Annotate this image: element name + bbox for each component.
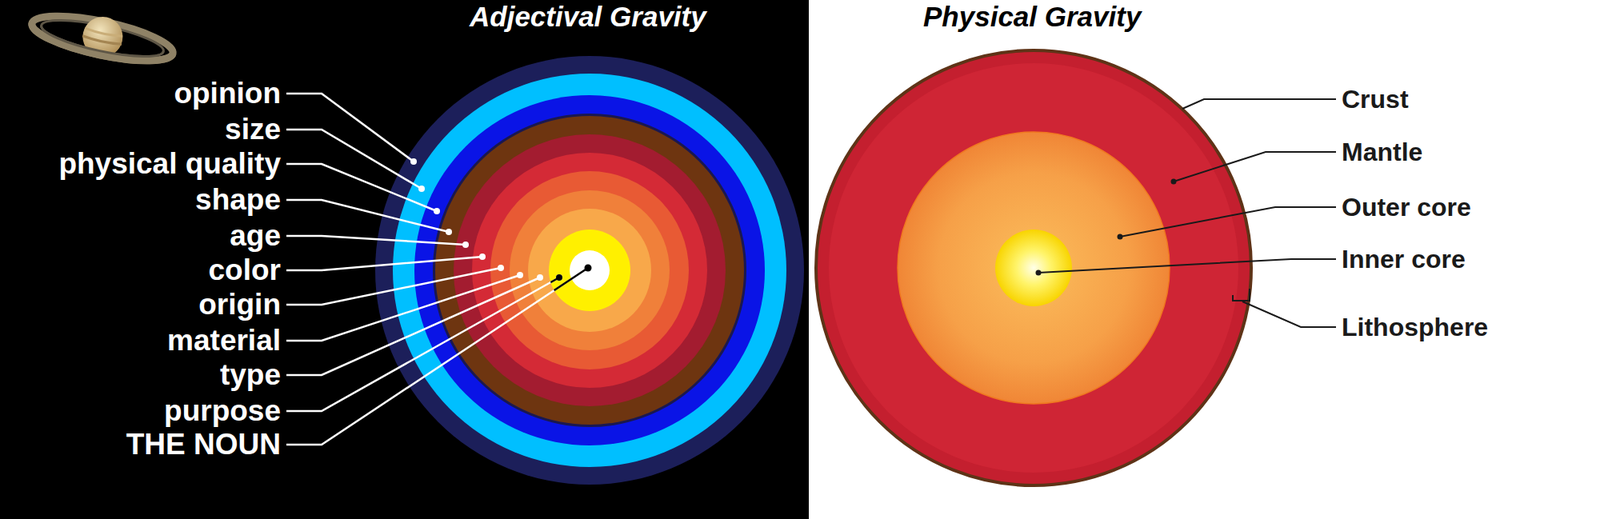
leader-lines-core [286, 93, 592, 445]
adjective-category: physical quality [58, 147, 281, 182]
layer-label: Inner core [1341, 244, 1466, 275]
layer-label: Crust [1341, 84, 1409, 115]
saturn-icon [28, 2, 177, 72]
panel-title: Physical Gravity [923, 0, 1141, 33]
adjective-category: shape [195, 183, 281, 218]
adjective-category: color [208, 253, 281, 288]
light-panel [808, 0, 1600, 519]
adjective-category: purpose [164, 394, 281, 429]
adjective-category: opinion [173, 76, 281, 112]
noun-label: THE NOUN [126, 428, 281, 463]
adjective-category: size [224, 112, 281, 148]
adjective-category: material [167, 324, 281, 359]
leader-lines [1038, 99, 1336, 328]
layer-label: Lithosphere [1341, 312, 1488, 343]
leader-lines [286, 93, 592, 445]
leader-dots [1036, 179, 1177, 276]
adjective-category: age [229, 219, 281, 254]
lithosphere-bracket [1232, 288, 1250, 301]
adjective-category: origin [198, 288, 281, 323]
layer-label: Outer core [1341, 192, 1472, 223]
adjective-category: type [220, 358, 281, 393]
dark-panel [0, 0, 809, 519]
panel-title: Adjectival Gravity [469, 0, 707, 33]
layer-label: Mantle [1341, 137, 1423, 168]
earth-layers [816, 50, 1252, 486]
